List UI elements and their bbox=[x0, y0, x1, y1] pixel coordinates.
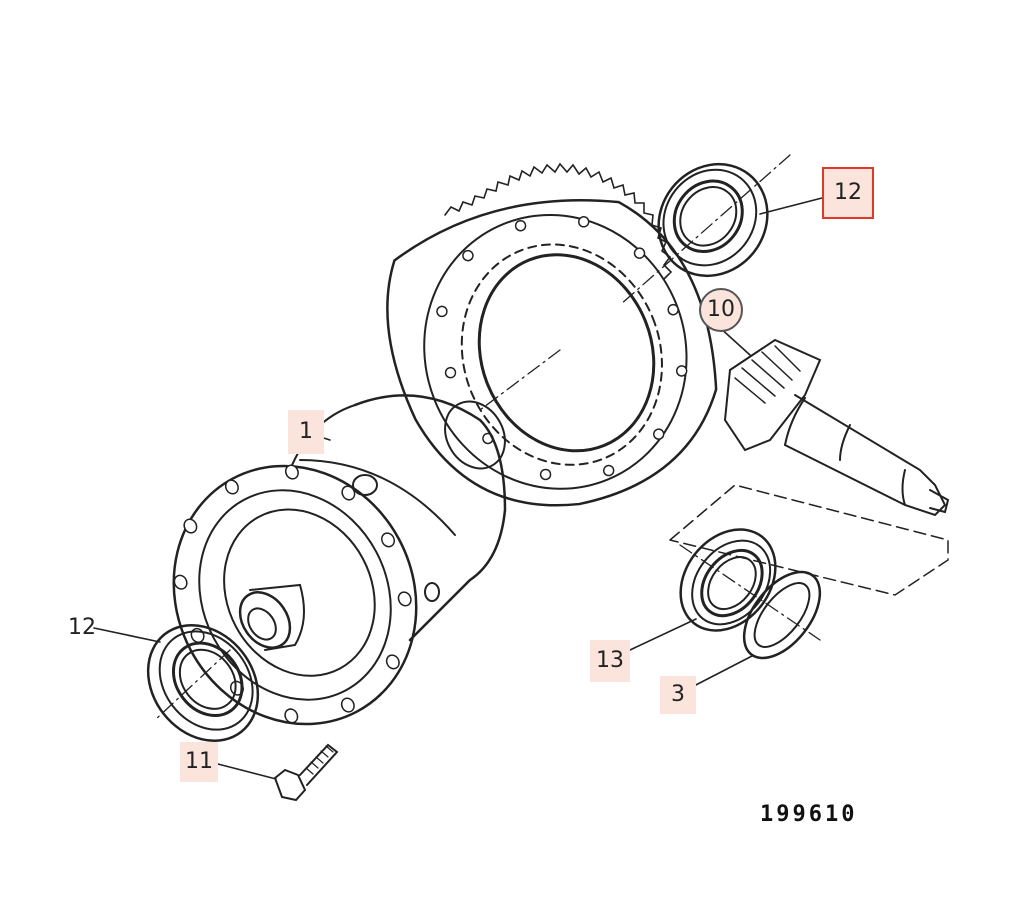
callout-10[interactable]: 10 bbox=[699, 288, 743, 332]
callout-12-left[interactable]: 12 bbox=[68, 615, 96, 640]
bearing-12-left bbox=[146, 624, 260, 742]
assembly-bracket bbox=[669, 484, 949, 596]
ring-gear bbox=[386, 162, 718, 507]
leader-lines bbox=[93, 197, 823, 780]
callout-1[interactable]: 1 bbox=[288, 410, 324, 454]
bolt-11 bbox=[273, 743, 339, 802]
shim-3 bbox=[742, 570, 822, 660]
callout-11[interactable]: 11 bbox=[180, 742, 218, 782]
figure-number: 199610 bbox=[760, 802, 858, 827]
callout-12-top[interactable]: 12 bbox=[822, 167, 874, 219]
bearing-13 bbox=[679, 528, 777, 632]
callout-13[interactable]: 13 bbox=[590, 640, 630, 682]
pinion-shaft bbox=[723, 338, 950, 517]
bearing-12-top bbox=[657, 162, 769, 278]
callout-3[interactable]: 3 bbox=[660, 676, 696, 714]
